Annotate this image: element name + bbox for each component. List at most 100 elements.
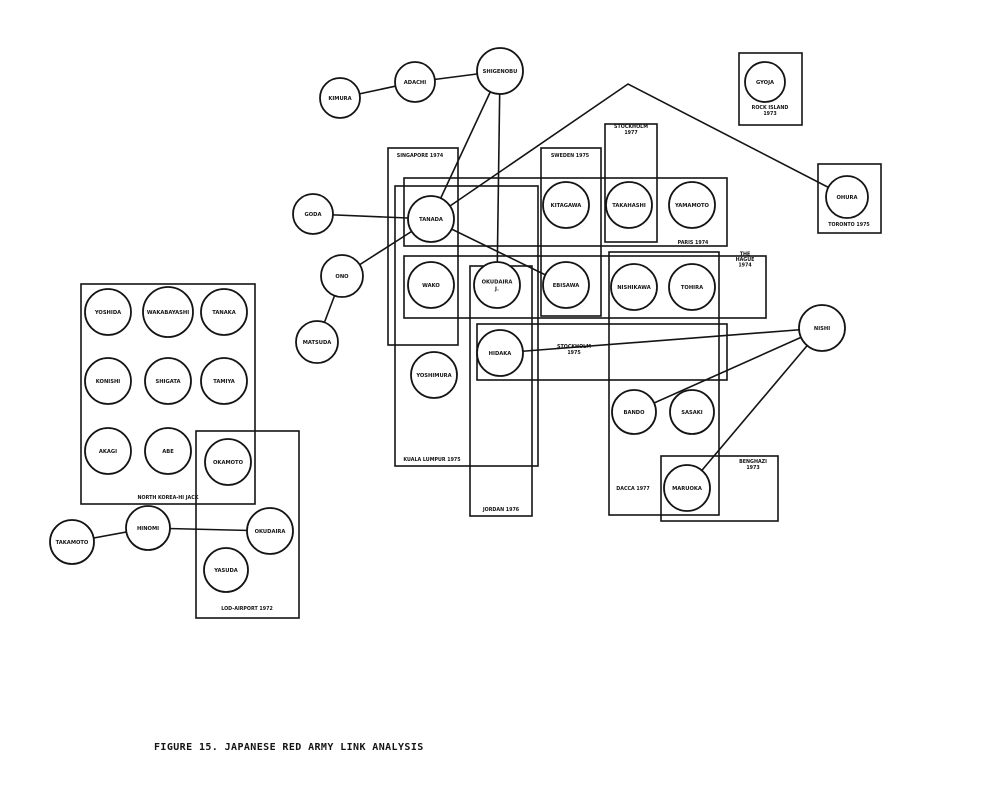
node-circle-yasuda — [203, 547, 249, 593]
node-circle-okudaira — [473, 261, 521, 309]
node-circle-goda — [292, 193, 334, 235]
node-ebisawa: EBISAWA — [542, 261, 590, 309]
group-box-hague — [403, 255, 767, 319]
link-kokuyo-maruoka — [686, 327, 823, 489]
group-box-paris — [403, 177, 728, 247]
node-circle-sasaki — [669, 389, 715, 435]
node-circle-oura — [825, 175, 869, 219]
node-akagi: AKAGI — [84, 427, 132, 475]
node-label-tanada: TANADA — [419, 217, 443, 223]
node-wakabayashi: WAKABAYASHI — [142, 286, 194, 338]
node-label-tamiya: TAMIYA — [213, 379, 235, 385]
node-sasaki: SASAKI — [669, 389, 715, 435]
nodes-layer: KIMURAADACHISHIGENOBUGYOJAOHURAGODATANAD… — [49, 47, 869, 593]
node-circle-nishikawa — [610, 263, 658, 311]
node-okudaira2: OKUDAIRA — [246, 507, 294, 555]
node-yasuda: YASUDA — [203, 547, 249, 593]
node-okamoto: OKAMOTO — [204, 438, 252, 486]
node-label-okudaira2: OKUDAIRA — [255, 529, 286, 535]
node-ono: ONO — [320, 254, 364, 298]
node-circle-ono — [320, 254, 364, 298]
node-label-gyoja: GYOJA — [756, 80, 774, 86]
group-box-sweden — [540, 147, 602, 317]
node-circle-kimura — [319, 77, 361, 119]
node-circle-takamoto — [49, 519, 95, 565]
node-bando: BANDO — [611, 389, 657, 435]
node-label-shigata: SHIGATA — [155, 379, 180, 385]
node-circle-takahashi — [605, 181, 653, 229]
node-yoshida: YOSHIDA — [84, 288, 132, 336]
node-circle-akagi — [84, 427, 132, 475]
node-yamamoto: YAMAMOTO — [668, 181, 716, 229]
node-goda: GODA — [292, 193, 334, 235]
node-label-ebisawa: EBISAWA — [553, 283, 579, 289]
node-shigata: SHIGATA — [144, 357, 192, 405]
node-label-yasuda: YASUDA — [213, 568, 238, 574]
group-lod: LOD-AIRPORT 1972 — [195, 430, 300, 619]
node-label-wako: WAKO — [422, 283, 440, 289]
node-label-takahashi: TAKAHASHI — [612, 203, 646, 209]
node-label-abe: ABE — [162, 449, 174, 455]
node-label-wakabayashi: WAKABAYASHI — [147, 310, 189, 316]
node-hidaka: HIDAKA — [476, 329, 524, 377]
group-sweden: SWEDEN 1975 — [540, 147, 602, 317]
node-circle-gyoja — [744, 61, 786, 103]
node-circle-matsuda — [295, 320, 339, 364]
group-box-dacca — [608, 251, 720, 516]
link-kokuyo-hidaka — [499, 327, 823, 354]
node-circle-hinomi — [125, 505, 171, 551]
group-toronto: TORONTO 1975 — [817, 163, 882, 234]
node-kitagawa: KITAGAWA — [542, 181, 590, 229]
group-label-northkorea: NORTH KOREA-HI JACK — [138, 495, 199, 501]
group-northkorea: NORTH KOREA-HI JACK — [80, 283, 256, 505]
node-circle-kitagawa — [542, 181, 590, 229]
group-label-toronto: TORONTO 1975 — [828, 222, 870, 228]
group-label-singapore: SINGAPORE 1974 — [397, 153, 444, 159]
node-circle-yoshimura — [410, 351, 458, 399]
group-label-paris: PARIS 1974 — [678, 240, 709, 246]
node-circle-ebisawa — [542, 261, 590, 309]
group-paris: PARIS 1974 — [403, 177, 728, 247]
node-tohira: TOHIRA — [668, 263, 716, 311]
node-gyoja: GYOJA — [744, 61, 786, 103]
node-label-shigenobu: SHIGENOBU — [483, 69, 518, 75]
node-abe: ABE — [144, 427, 192, 475]
node-label-hidaka: HIDAKA — [489, 351, 512, 357]
node-circle-yamamoto — [668, 181, 716, 229]
group-label-kualalumpur: KUALA LUMPUR 1975 — [403, 457, 460, 463]
node-tanaka: TANAKA — [200, 288, 248, 336]
node-label-sasaki: SASAKI — [681, 410, 703, 416]
node-circle-tanaka — [200, 288, 248, 336]
node-circle-kokuyo — [798, 304, 846, 352]
group-label-dacca: DACCA 1977 — [616, 486, 649, 492]
node-takamoto: TAKAMOTO — [49, 519, 95, 565]
node-yoshimura: YOSHIMURA — [410, 351, 458, 399]
node-oura: OHURA — [825, 175, 869, 219]
group-kualalumpur: KUALA LUMPUR 1975 — [394, 185, 539, 467]
node-circle-wakabayashi — [142, 286, 194, 338]
node-label-hinomi: HINOMI — [137, 526, 159, 532]
node-maruoka: MARUOKA — [663, 464, 711, 512]
figure-caption: FIGURE 15. JAPANESE RED ARMY LINK ANALYS… — [154, 742, 424, 753]
link-tanada-ebisawa — [430, 218, 567, 286]
node-circle-tohira — [668, 263, 716, 311]
node-circle-wako — [407, 261, 455, 309]
node-circle-hidaka — [476, 329, 524, 377]
node-hinomi: HINOMI — [125, 505, 171, 551]
node-matsuda: MATSUDA — [295, 320, 339, 364]
node-shigenobu: SHIGENOBU — [476, 47, 524, 95]
node-label-takamoto: TAKAMOTO — [56, 540, 89, 546]
group-box-toronto — [817, 163, 882, 234]
group-box-lod — [195, 430, 300, 619]
node-label-kimura: KIMURA — [328, 96, 351, 102]
node-label-kitagawa: KITAGAWA — [551, 203, 582, 209]
node-kimura: KIMURA — [319, 77, 361, 119]
group-box-benghazi — [660, 455, 779, 522]
node-circle-shigenobu — [476, 47, 524, 95]
